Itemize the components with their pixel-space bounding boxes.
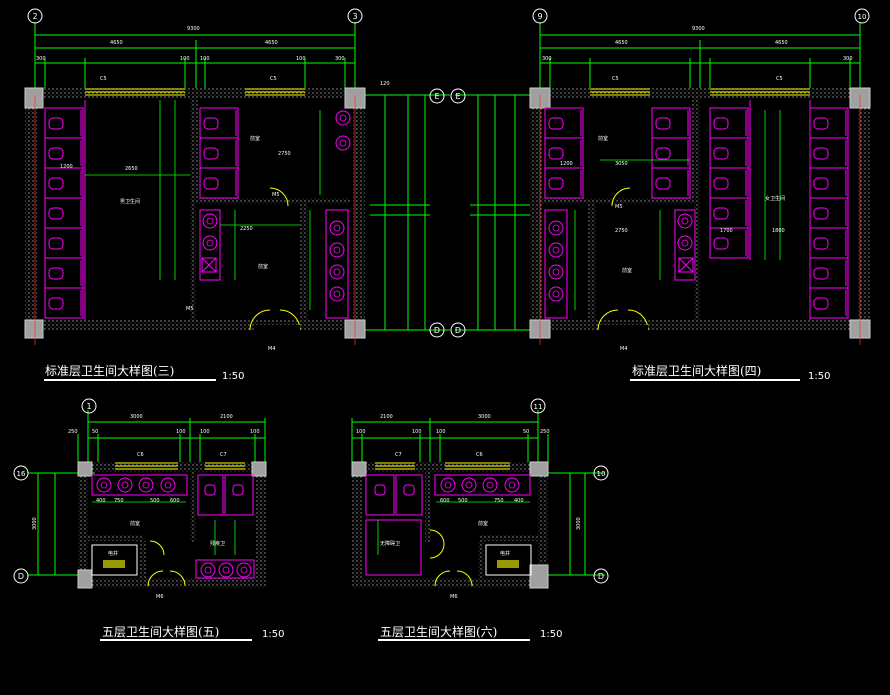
svg-text:M4: M4 <box>620 346 628 352</box>
svg-text:600: 600 <box>170 498 180 504</box>
svg-text:前室: 前室 <box>258 263 268 270</box>
svg-text:500: 500 <box>458 498 468 504</box>
svg-text:4650: 4650 <box>615 40 628 46</box>
svg-text:前室: 前室 <box>130 520 140 527</box>
svg-text:2750: 2750 <box>615 228 628 234</box>
svg-text:400: 400 <box>96 498 106 504</box>
svg-text:3000: 3000 <box>130 414 143 420</box>
svg-text:9300: 9300 <box>187 26 200 32</box>
svg-text:300: 300 <box>843 56 853 62</box>
svg-text:C7: C7 <box>220 452 227 458</box>
svg-text:M6: M6 <box>156 594 164 600</box>
svg-text:C6: C6 <box>476 452 483 458</box>
svg-text:2100: 2100 <box>220 414 233 420</box>
svg-text:前室: 前室 <box>622 267 632 274</box>
svg-text:3000: 3000 <box>478 414 491 420</box>
svg-text:3050: 3050 <box>615 161 628 167</box>
svg-text:2750: 2750 <box>278 151 291 157</box>
drawing-4-title: 标准层卫生间大样图(四) <box>632 364 762 378</box>
svg-text:300: 300 <box>542 56 552 62</box>
svg-text:100: 100 <box>180 56 190 62</box>
svg-text:前室: 前室 <box>598 135 608 142</box>
svg-text:250: 250 <box>68 429 78 435</box>
svg-text:M6: M6 <box>450 594 458 600</box>
svg-text:3000: 3000 <box>32 517 38 530</box>
svg-text:前室: 前室 <box>478 520 488 527</box>
svg-text:600: 600 <box>440 498 450 504</box>
svg-text:50: 50 <box>92 429 98 435</box>
drawing-6-title: 五层卫生间大样图(六) <box>380 625 498 639</box>
svg-text:C6: C6 <box>137 452 144 458</box>
drawing-6-title-underline <box>378 639 530 641</box>
svg-text:500: 500 <box>150 498 160 504</box>
drawing-5-plan: 前室 残疾卫 电井 3000 2100 C6 C7 250 50 100 100… <box>13 398 267 600</box>
svg-text:1200: 1200 <box>60 164 73 170</box>
drawing-3-plan: 男卫生间 前室 前室 1200 2650 2750 2250 C5 C5 930… <box>24 8 450 352</box>
svg-text:50: 50 <box>523 429 529 435</box>
svg-text:4650: 4650 <box>265 40 278 46</box>
drawing-4-title-underline <box>630 379 800 381</box>
svg-text:100: 100 <box>356 429 366 435</box>
drawing-3-title: 标准层卫生间大样图(三) <box>45 364 175 378</box>
svg-text:100: 100 <box>412 429 422 435</box>
svg-text:M5: M5 <box>615 204 623 210</box>
svg-text:750: 750 <box>494 498 504 504</box>
svg-text:1200: 1200 <box>560 161 573 167</box>
drawing-6-plan: 前室 无障碍卫 电井 2100 3000 C7 C6 100 100 100 5… <box>351 398 609 600</box>
svg-text:女卫生间: 女卫生间 <box>765 195 785 202</box>
svg-text:残疾卫: 残疾卫 <box>210 540 225 547</box>
svg-text:100: 100 <box>296 56 306 62</box>
svg-text:120: 120 <box>380 81 390 87</box>
svg-text:300: 300 <box>335 56 345 62</box>
svg-text:4650: 4650 <box>110 40 123 46</box>
svg-text:100: 100 <box>200 56 210 62</box>
svg-text:9300: 9300 <box>692 26 705 32</box>
drawing-4-scale: 1:50 <box>808 371 831 382</box>
svg-text:2650: 2650 <box>125 166 138 172</box>
svg-text:1800: 1800 <box>772 228 785 234</box>
svg-text:100: 100 <box>250 429 260 435</box>
svg-text:C5: C5 <box>612 76 619 82</box>
drawing-3-title-underline <box>44 379 216 381</box>
svg-text:300: 300 <box>36 56 46 62</box>
svg-text:M5: M5 <box>186 306 194 312</box>
svg-text:2250: 2250 <box>240 226 253 232</box>
svg-text:男卫生间: 男卫生间 <box>120 198 140 205</box>
drawing-3-scale: 1:50 <box>222 371 245 382</box>
svg-text:电井: 电井 <box>500 550 510 557</box>
drawing-4-plan: 前室 前室 女卫生间 1200 3050 2750 1700 1800 C5 C… <box>450 8 871 352</box>
svg-text:100: 100 <box>200 429 210 435</box>
svg-text:3000: 3000 <box>576 517 582 530</box>
svg-text:C5: C5 <box>100 76 107 82</box>
svg-text:无障碍卫: 无障碍卫 <box>380 540 400 547</box>
svg-text:1700: 1700 <box>720 228 733 234</box>
svg-text:前室: 前室 <box>250 135 260 142</box>
svg-text:250: 250 <box>540 429 550 435</box>
svg-text:4650: 4650 <box>775 40 788 46</box>
svg-text:750: 750 <box>114 498 124 504</box>
svg-text:M5: M5 <box>272 192 280 198</box>
svg-text:C5: C5 <box>776 76 783 82</box>
svg-text:100: 100 <box>176 429 186 435</box>
drawing-5-title-underline <box>100 639 252 641</box>
svg-text:400: 400 <box>514 498 524 504</box>
svg-text:C5: C5 <box>270 76 277 82</box>
svg-text:M4: M4 <box>268 346 276 352</box>
drawing-5-scale: 1:50 <box>262 629 285 640</box>
svg-text:100: 100 <box>436 429 446 435</box>
svg-text:C7: C7 <box>395 452 402 458</box>
drawing-6-scale: 1:50 <box>540 629 563 640</box>
drawing-5-title: 五层卫生间大样图(五) <box>102 625 220 639</box>
svg-text:2100: 2100 <box>380 414 393 420</box>
svg-text:电井: 电井 <box>108 550 118 557</box>
